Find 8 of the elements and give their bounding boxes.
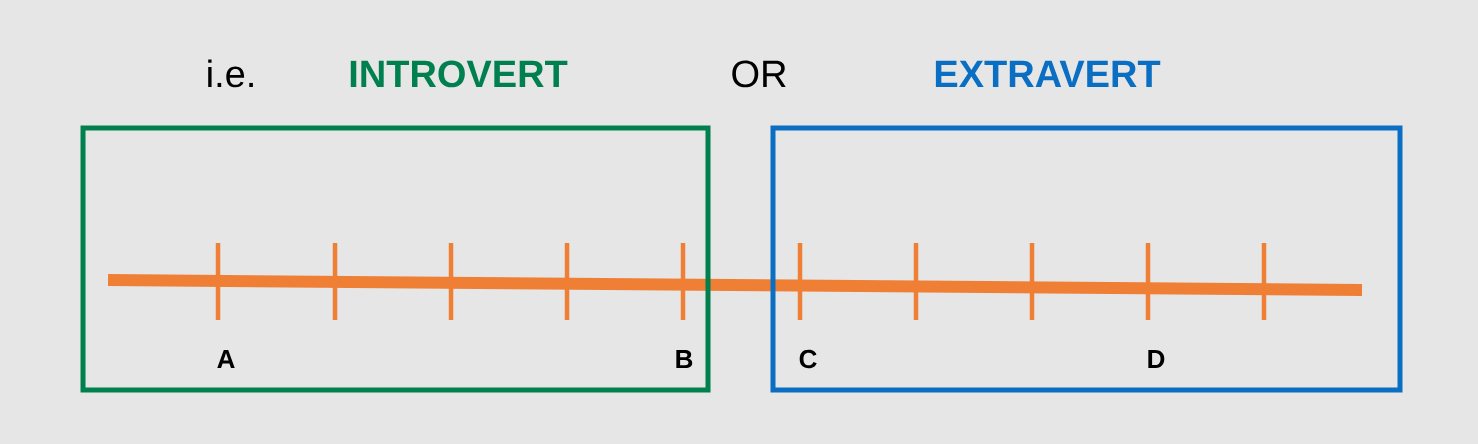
tick-label: A [217,350,235,368]
tick-label: B [676,350,693,368]
group-heading: EXTRAVERT [935,60,1161,87]
tick-label: D [1148,350,1165,368]
group-heading: INTROVERT [350,60,568,88]
connector-word: i.e. [208,59,253,88]
connector-word: OR [732,60,786,88]
tick-label: C [799,349,817,369]
